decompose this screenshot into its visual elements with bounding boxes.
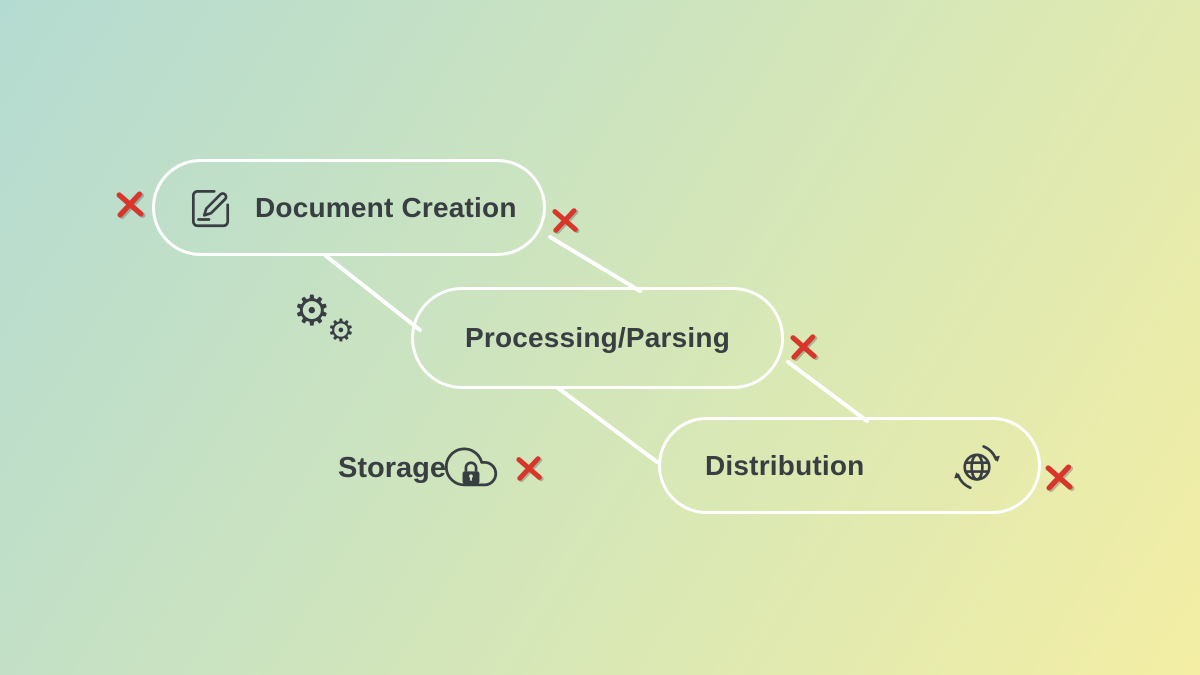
node-distribution: Distribution [658, 417, 1041, 514]
gear-small-icon: ⚙ [327, 313, 355, 349]
x-mark-right-of-distribution [1043, 462, 1077, 493]
edit-document-icon [185, 183, 235, 233]
cloud-lock-icon [444, 441, 498, 495]
x-mark-right-of-processing-parsing [788, 332, 821, 362]
gear-large-icon: ⚙ [293, 286, 331, 335]
x-mark-right-of-document-creation [550, 206, 582, 235]
storage-group: Storage [338, 441, 546, 495]
x-mark-left-of-document-creation [114, 189, 148, 220]
node-processing-parsing: Processing/Parsing [411, 287, 784, 389]
node-label-processing-parsing: Processing/Parsing [464, 322, 731, 353]
connector-proc-to-dist-left [556, 386, 659, 464]
node-label-document-creation: Document Creation [255, 191, 517, 223]
storage-label: Storage [338, 451, 446, 484]
node-label-distribution: Distribution [705, 449, 865, 481]
x-mark-right-of-storage [514, 454, 546, 488]
node-document-creation: Document Creation [152, 159, 546, 256]
connector-proc-to-dist [786, 360, 869, 423]
connector-doc-to-proc-right [548, 235, 642, 293]
gears-icon: ⚙ ⚙ [293, 290, 373, 360]
globe-sync-icon [948, 437, 1006, 495]
connector-doc-to-proc [324, 254, 422, 332]
